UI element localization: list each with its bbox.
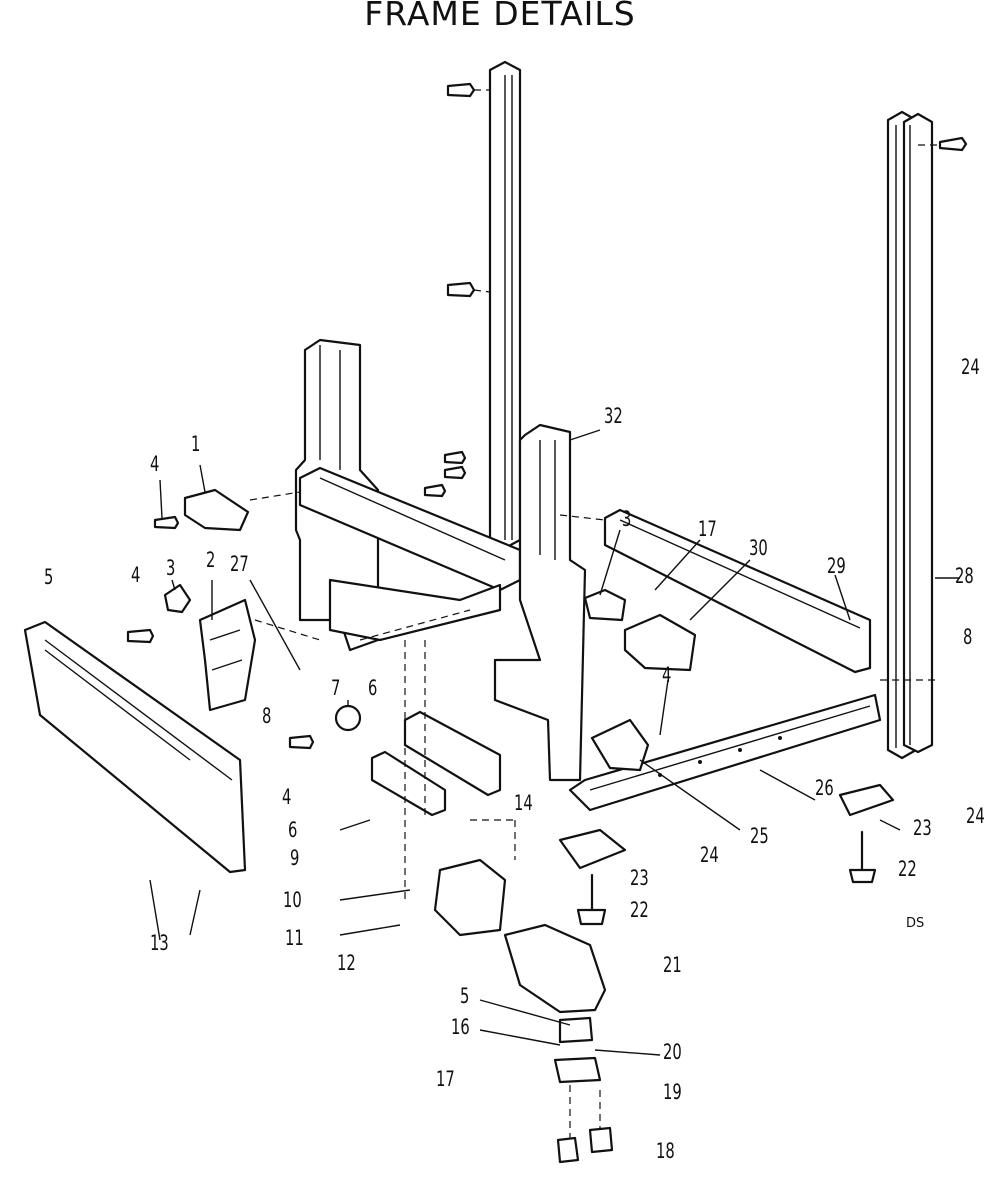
part-1-bracket	[183, 488, 250, 532]
part-21-assembly	[503, 923, 607, 1014]
callout-25: 25	[750, 824, 769, 848]
part-26-rail	[568, 693, 882, 812]
callout-23-center: 23	[630, 866, 649, 890]
callout-23-right: 23	[913, 816, 932, 840]
callout-8-right: 8	[963, 625, 973, 649]
callout-11: 11	[285, 926, 304, 950]
diagram-code: DS	[906, 916, 925, 931]
post-screw-mid	[446, 281, 491, 298]
part-2-plate	[198, 598, 257, 712]
callout-5-left: 5	[44, 565, 54, 589]
callout-6-upper: 6	[368, 676, 378, 700]
part-30-bracket	[623, 613, 697, 672]
callout-18: 18	[656, 1139, 675, 1163]
part-4-screw-a	[153, 515, 180, 530]
callout-4-left: 4	[131, 563, 141, 587]
callout-29: 29	[827, 554, 846, 578]
callout-2: 2	[206, 548, 216, 572]
callout-3-right: 3	[622, 507, 632, 531]
callout-6-lower: 6	[288, 818, 298, 842]
part-22-bolt-center	[576, 873, 607, 926]
callout-16: 16	[451, 1015, 470, 1039]
callout-17-lower: 17	[436, 1067, 455, 1091]
part-28-right-post	[886, 110, 934, 760]
part-6-channel	[403, 710, 502, 797]
callout-10: 10	[283, 888, 302, 912]
part-12-assembly	[433, 858, 507, 937]
part-3-clip	[163, 583, 192, 614]
part-22-bolt-right	[848, 830, 877, 884]
part-7-knob	[334, 700, 362, 732]
part-4-screw-b	[126, 628, 155, 644]
post-screw-top	[446, 82, 490, 98]
callout-17-upper: 17	[698, 517, 717, 541]
part-29-rail	[603, 508, 872, 674]
callout-4-mid: 4	[282, 785, 292, 809]
part-25-bracket	[590, 718, 650, 772]
screws-near-32	[423, 450, 467, 498]
diagram-title: FRAME DETAILS	[364, 0, 636, 33]
inner-mid-bracket	[328, 578, 502, 642]
callout-14: 14	[514, 791, 533, 815]
part-3-clip-right	[583, 588, 627, 622]
callout-32: 32	[604, 404, 623, 428]
parts-16-20-stack	[553, 1016, 614, 1164]
callout-28: 28	[955, 564, 974, 588]
callout-4-right: 4	[662, 663, 672, 687]
callout-3-left: 3	[166, 556, 176, 580]
part-23-hinge-center	[558, 828, 627, 870]
part-5-left-rail	[23, 620, 247, 874]
callout-4-top: 4	[150, 452, 160, 476]
callout-9: 9	[290, 846, 300, 870]
part-28-screw	[918, 136, 968, 152]
callout-12: 12	[337, 951, 356, 975]
part-32-upright	[493, 423, 587, 782]
callout-8-left: 8	[262, 704, 272, 728]
alignment-lines	[249, 491, 940, 900]
callout-30: 30	[749, 536, 768, 560]
callout-7: 7	[331, 676, 341, 700]
callout-5-lower: 5	[460, 984, 470, 1008]
callout-24-top: 24	[961, 355, 980, 379]
callout-24-right: 24	[966, 804, 985, 828]
callout-27: 27	[230, 552, 249, 576]
part-23-hinge-right	[838, 783, 895, 817]
part-8-screw-left	[288, 734, 315, 750]
leader-lines	[149, 429, 960, 1056]
callout-20: 20	[663, 1040, 682, 1064]
callout-22-center: 22	[630, 898, 649, 922]
center-rear-post	[488, 60, 522, 550]
part-9-bar	[370, 750, 447, 817]
callout-19: 19	[663, 1080, 682, 1104]
callout-13: 13	[150, 931, 169, 955]
callout-26: 26	[815, 776, 834, 800]
callout-21: 21	[663, 953, 682, 977]
callout-24-center: 24	[700, 843, 719, 867]
callout-1: 1	[191, 432, 201, 456]
callout-22-right: 22	[898, 857, 917, 881]
